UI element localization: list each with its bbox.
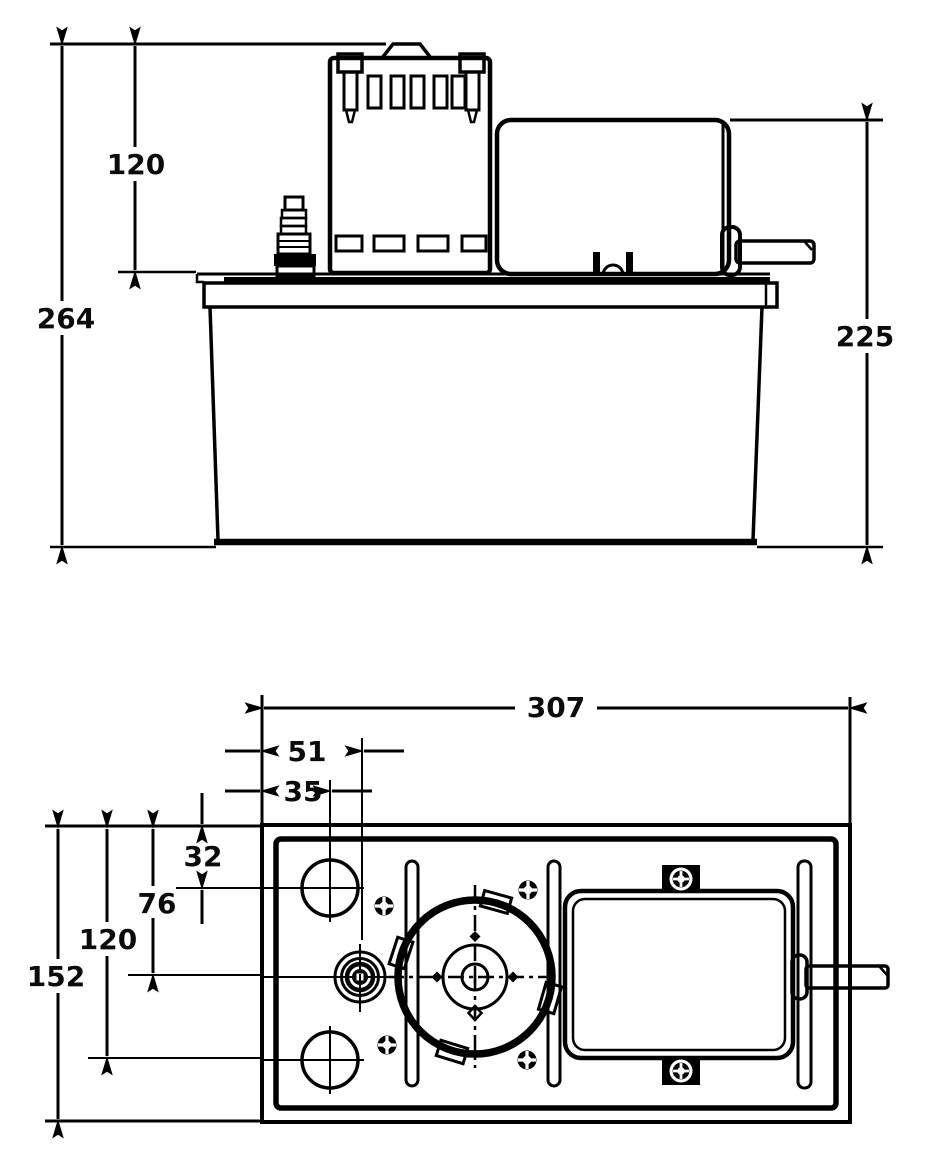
motor-front (494, 117, 816, 277)
center-mark-left (431, 971, 443, 983)
label-mask (515, 688, 597, 724)
housing-bottom-vents (334, 234, 488, 253)
vent-slot (432, 74, 449, 110)
housing-screw-right-tip (466, 108, 479, 124)
barb-tip (283, 195, 305, 212)
fitting-crosshair (264, 944, 396, 1012)
volute-clip (536, 980, 564, 1016)
plan-dimensions: 307 51 35 32 76 (27, 688, 868, 1139)
lid-left-lip (195, 274, 204, 284)
barb-fitting (274, 195, 316, 279)
tank-left-wall (208, 306, 220, 541)
motor-outline (562, 888, 796, 1061)
housing-screw-left-tip (344, 108, 357, 124)
dim-label-vent-from-edge: 32 (184, 840, 223, 873)
drain-fitting-plan (264, 944, 396, 1012)
bracket-bar-left (404, 859, 420, 1088)
housing-body (327, 55, 493, 276)
barb-collar (276, 232, 312, 256)
pipe-end-notch-front (803, 240, 813, 251)
vent-slot (366, 74, 383, 110)
bracket-bar-mid (546, 859, 562, 1088)
vent-slot (416, 234, 450, 253)
lid-clip-post-right (626, 252, 633, 275)
lid-flange (202, 281, 779, 309)
lid-black-band (224, 277, 770, 283)
screw-icon (515, 1048, 539, 1072)
lid-clip-post-left (593, 252, 600, 275)
label-mask (138, 886, 176, 918)
dim-label-lower-hole: 120 (79, 923, 137, 956)
fitting-ring-mid (340, 957, 380, 997)
hole-crosshair (264, 1026, 364, 1094)
plan-inner-rect (273, 836, 839, 1111)
barb-base (275, 264, 316, 279)
vent-slot (372, 234, 406, 253)
housing-screw-left-shank (342, 70, 359, 112)
pipe-end-notch-plan (878, 965, 888, 976)
motor-body (494, 117, 732, 277)
housing-screw-right-shank (464, 70, 481, 112)
motor-plan (562, 865, 890, 1085)
housing-top-vents (366, 74, 467, 110)
dim-label-centerline: 76 (138, 887, 177, 920)
volute (387, 885, 564, 1068)
front-view: 264 120 225 (37, 26, 894, 565)
front-dimensions: 264 120 225 (37, 26, 894, 565)
screw-icon (372, 894, 396, 918)
pipe-collar (790, 953, 809, 1001)
plan-view: 307 51 35 32 76 (27, 688, 890, 1139)
fitting-ring-inner (344, 961, 376, 993)
tank-lid (195, 272, 779, 309)
center-mark-bottom (466, 1004, 484, 1022)
lid-clip-dome (601, 263, 625, 276)
dim-label-top-to-lid: 120 (107, 148, 165, 181)
discharge-pipe-plan (804, 964, 890, 990)
volute-centerlines (388, 885, 558, 1068)
vent-slot (450, 74, 467, 110)
vent-hole-bottom (264, 1026, 364, 1094)
vent-hole-top (264, 854, 364, 922)
bracket-bar-right (796, 859, 813, 1090)
dim-label-overall-width: 152 (27, 960, 85, 993)
vent-slot (389, 74, 406, 110)
dim-label-outlet-offset: 51 (288, 735, 327, 768)
tank-body (208, 306, 764, 546)
volute-clip (434, 1038, 470, 1066)
screw-icon (516, 878, 540, 902)
volute-ring (394, 896, 556, 1058)
discharge-pipe-front (734, 239, 816, 265)
dim-label-overall-height: 264 (37, 302, 95, 335)
plan-outer-rect (260, 823, 852, 1124)
hub-outer (441, 943, 509, 1011)
label-mask (837, 319, 894, 353)
vent-slot (460, 234, 488, 253)
vent-slot (409, 74, 426, 110)
hole-crosshair (264, 854, 364, 922)
volute-clip (478, 888, 514, 916)
center-mark-top (469, 931, 481, 942)
barb-flange (274, 254, 316, 266)
motor-inner-outline (571, 897, 787, 1052)
mount-screw-bottom-icon (671, 1061, 691, 1081)
fitting-ring-outer (333, 950, 387, 1004)
barb-collar-ridges (278, 240, 310, 248)
motor-end-cap (720, 225, 742, 277)
dim-label-overall-length: 307 (527, 691, 585, 724)
screw-icon (375, 1033, 399, 1057)
label-mask (108, 147, 163, 181)
pump-housing (327, 42, 493, 276)
mount-screw-top-icon (671, 869, 691, 889)
vent-slot (334, 234, 364, 253)
hub-inner (460, 962, 490, 992)
label-mask (38, 301, 93, 335)
dim-label-motor-top-to-base: 225 (836, 320, 894, 353)
volute-clip (387, 935, 415, 971)
label-mask (80, 922, 136, 956)
tank-right-wall (751, 306, 764, 541)
label-mask (28, 959, 86, 993)
center-mark-right (507, 971, 519, 983)
dim-label-vent-offset: 35 (284, 775, 323, 808)
